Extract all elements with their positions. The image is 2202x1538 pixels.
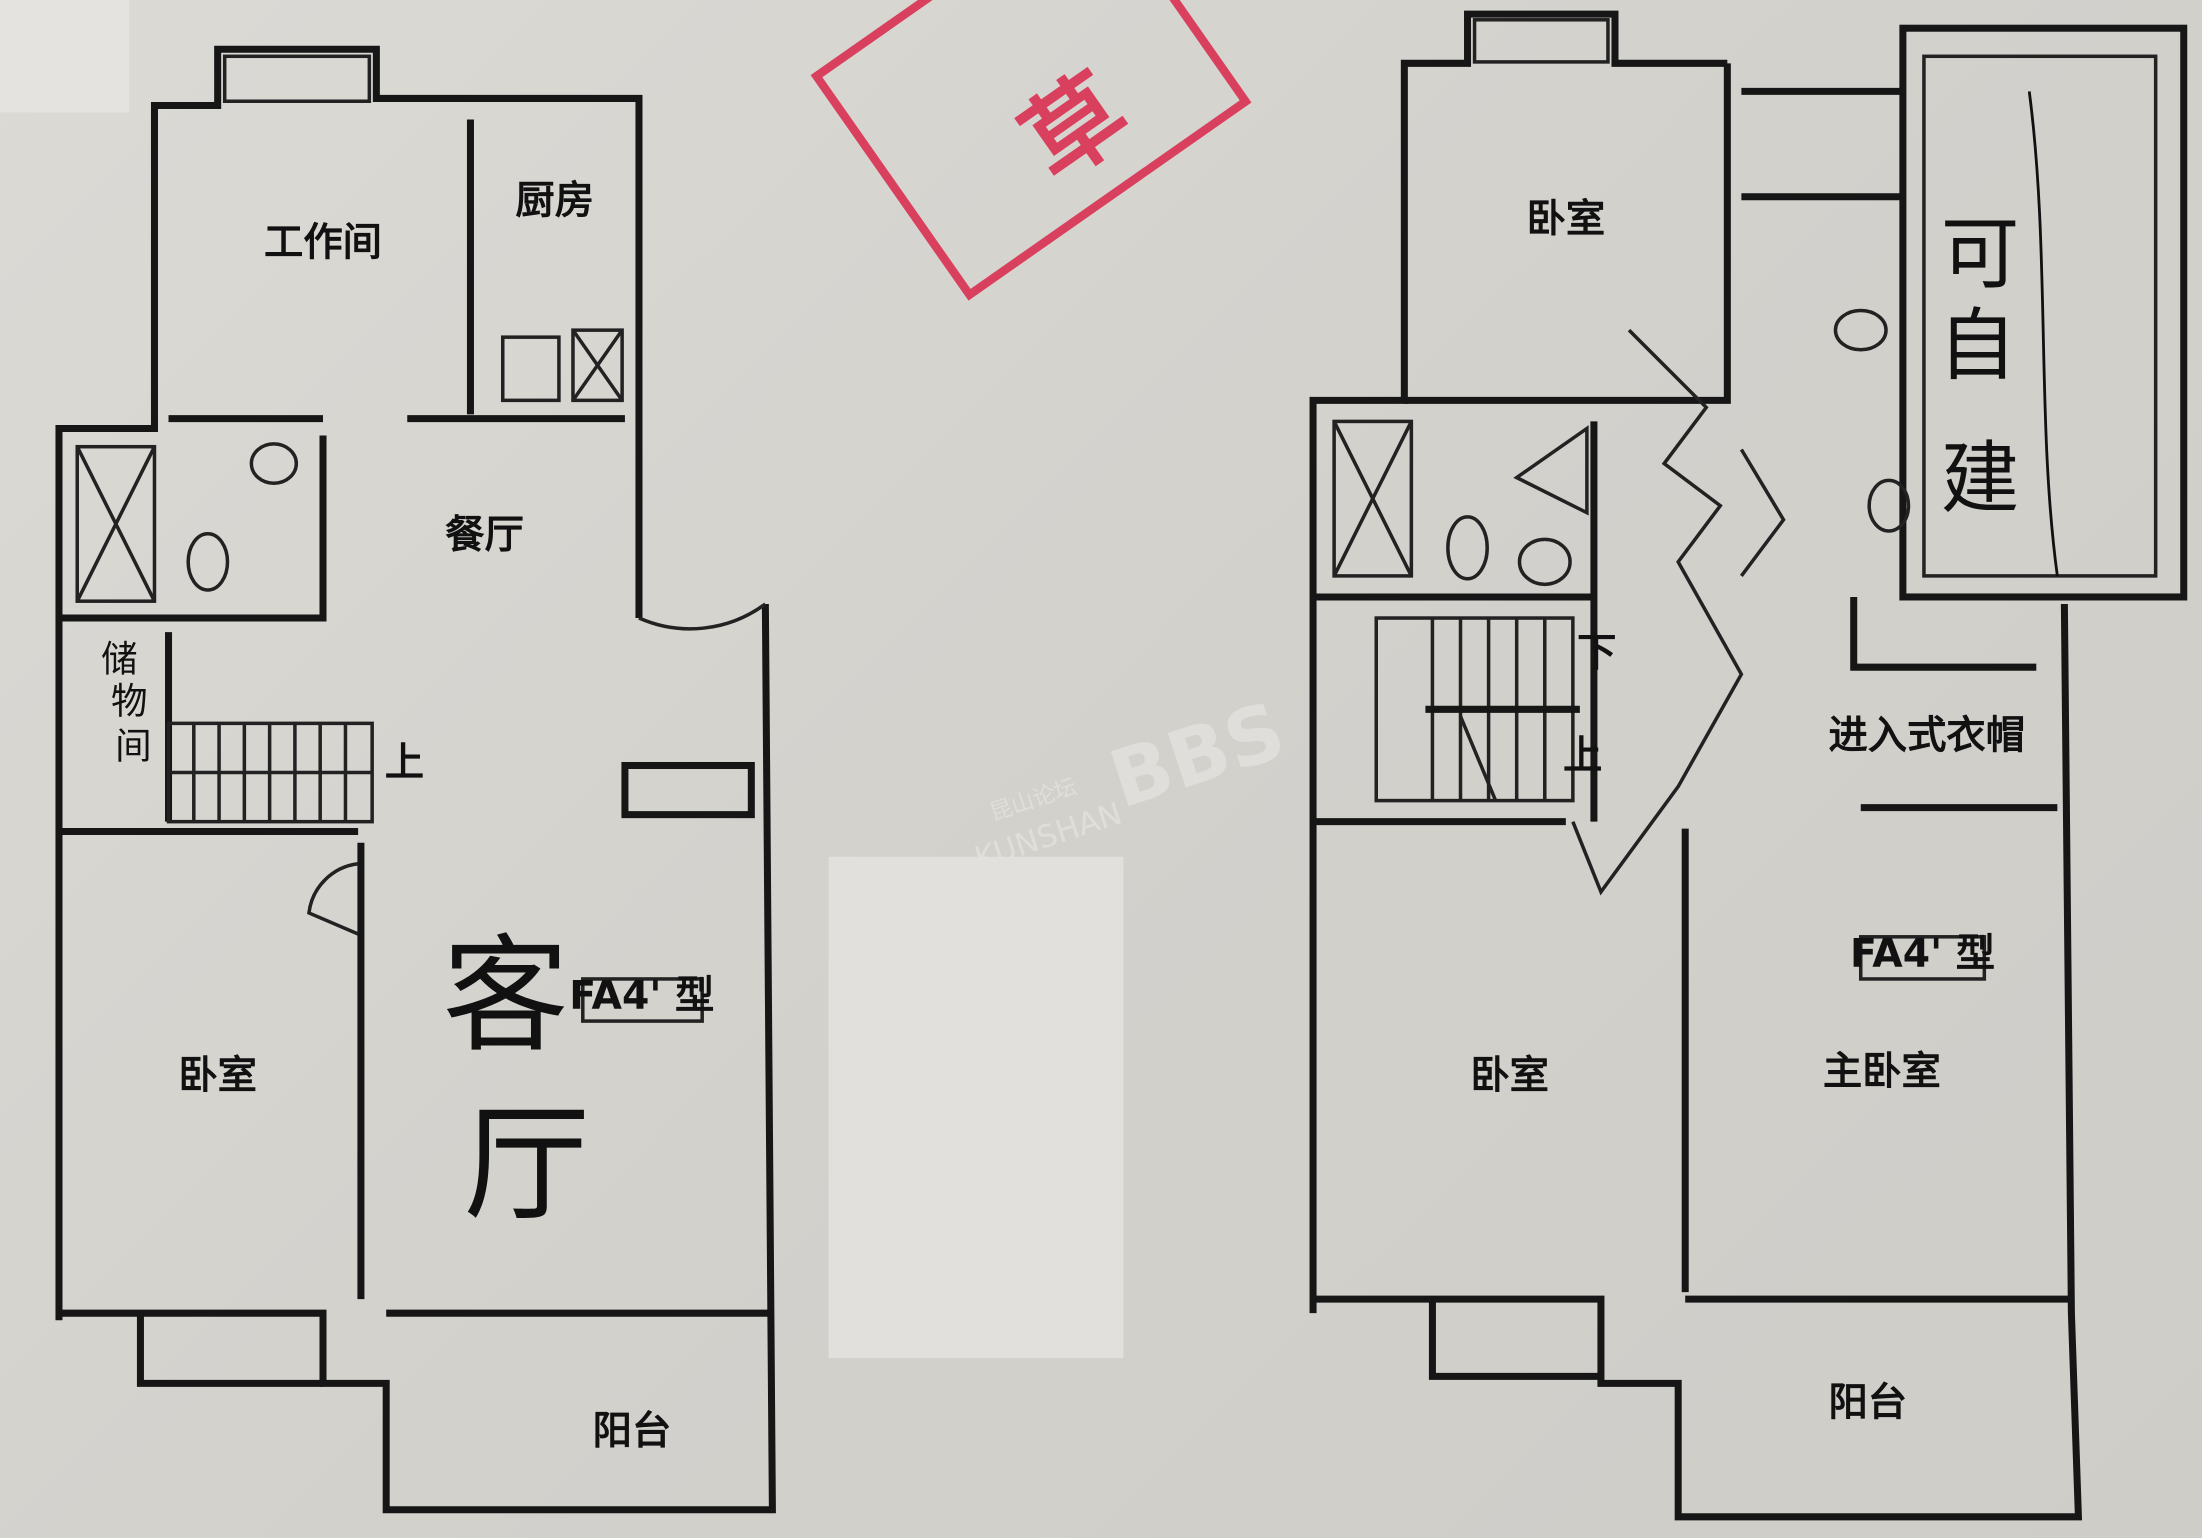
label-dining: 餐厅: [445, 513, 524, 558]
label-balcony: 阳台: [1828, 1381, 1907, 1426]
svg-text:BBS: BBS: [1099, 684, 1295, 826]
label-stair-up: 上: [385, 740, 424, 785]
label-balcony: 阳台: [593, 1409, 672, 1454]
label-storage: 储: [101, 637, 138, 680]
label-master-bedroom: 主卧室: [1823, 1049, 1941, 1094]
blur-patch: [828, 856, 1124, 1103]
label-walk-in-closet: 进入式衣帽: [1828, 714, 2025, 759]
label-self-build: 可: [1941, 208, 2020, 300]
label-self-build: 建: [1941, 433, 2020, 525]
red-stamp: 草: [810, 0, 1252, 301]
type-tag-box: [581, 977, 704, 1023]
label-self-build: 自: [1938, 299, 2017, 391]
stairs: [166, 721, 374, 824]
blur-patch: [0, 0, 130, 113]
label-bedroom-top: 卧室: [1527, 197, 1606, 242]
watermark: 昆山论坛 KUNSHAN BBS: [971, 684, 1296, 877]
label-stair-up: 上: [1563, 733, 1602, 778]
label-bedroom: 卧室: [1470, 1053, 1549, 1098]
left-floor-plan: 工作间 厨房 餐厅 储 物 间 上 卧室 客 厅 FA4' 型 阳台: [55, 45, 776, 1514]
label-bedroom: 卧室: [178, 1053, 257, 1098]
type-tag: FA4' 型: [569, 973, 714, 1018]
label-kitchen: 厨房: [515, 179, 594, 224]
label-stair-down: 下: [1577, 631, 1616, 676]
label-living: 厅: [463, 1091, 589, 1238]
right-floor-plan: 卧室 可 自 建 下 上 进入式衣帽 FA4' 型 卧室 主卧室 阳台: [1309, 10, 2188, 1521]
type-tag: FA4' 型: [1850, 931, 1995, 976]
stairs: [1374, 616, 1580, 803]
type-tag-box: [1858, 935, 1987, 981]
label-storage: 物: [111, 680, 148, 723]
label-storage: 间: [115, 724, 152, 767]
label-study: 工作间: [264, 221, 382, 266]
blur-patch: [828, 1102, 1124, 1359]
label-living: 客: [442, 922, 568, 1069]
